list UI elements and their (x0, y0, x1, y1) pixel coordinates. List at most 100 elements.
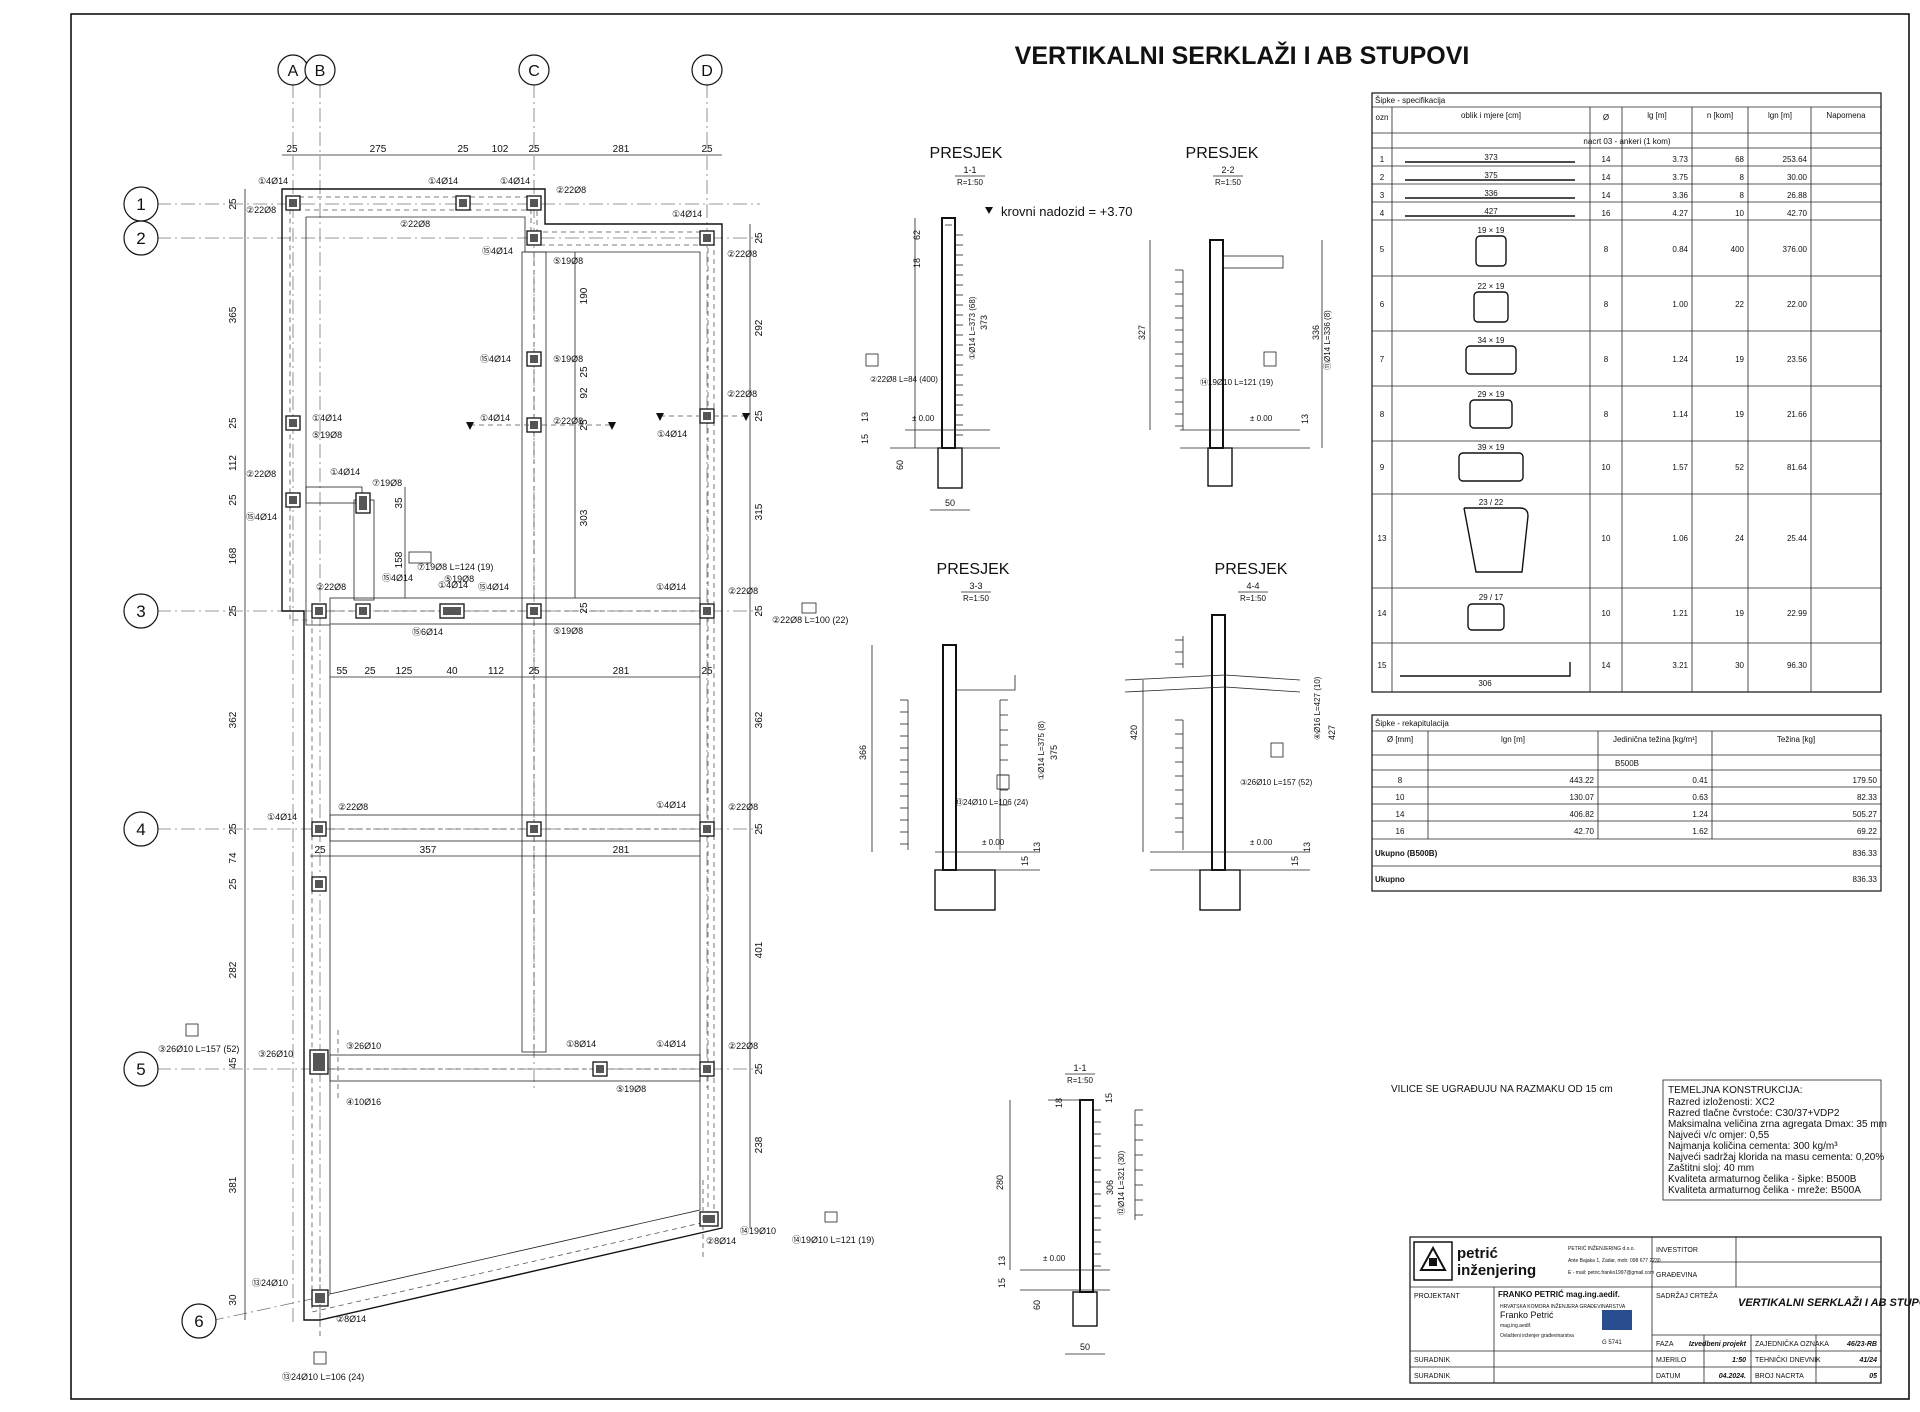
svg-text:10: 10 (1735, 209, 1744, 218)
svg-text:4.27: 4.27 (1672, 209, 1688, 218)
svg-text:69.22: 69.22 (1857, 827, 1878, 836)
svg-text:373: 373 (1484, 153, 1498, 162)
svg-text:TEHNIČKI DNEVNIK: TEHNIČKI DNEVNIK (1755, 1355, 1821, 1364)
svg-text:1.06: 1.06 (1672, 534, 1688, 543)
rebar-label: ①4Ø14 (656, 800, 686, 810)
svg-text:25: 25 (228, 878, 239, 890)
svg-text:16: 16 (1396, 827, 1405, 836)
svg-text:18: 18 (912, 258, 922, 268)
svg-text:14: 14 (1378, 609, 1387, 618)
svg-text:45: 45 (228, 1057, 239, 1069)
rebar-label: ⑬24Ø10 (252, 1278, 288, 1288)
svg-text:SADRŽAJ CRTEŽA: SADRŽAJ CRTEŽA (1656, 1291, 1718, 1300)
svg-text:427: 427 (1327, 725, 1337, 740)
svg-text:6: 6 (194, 1312, 203, 1331)
svg-text:Razred tlačne čvrstoće: C30/37: Razred tlačne čvrstoće: C30/37+VDP2 (1668, 1108, 1840, 1119)
svg-text:PRESJEK: PRESJEK (930, 145, 1003, 162)
svg-text:420: 420 (1129, 725, 1139, 740)
svg-text:SURADNIK: SURADNIK (1414, 1373, 1451, 1380)
svg-text:2-2: 2-2 (1221, 165, 1234, 175)
rebar-label: ⑤19Ø8 (553, 626, 583, 636)
svg-text:Ukupno: Ukupno (1375, 875, 1405, 884)
svg-text:26.88: 26.88 (1787, 191, 1808, 200)
svg-text:1.14: 1.14 (1672, 410, 1688, 419)
rebar-label: ①4Ø14 (500, 176, 530, 186)
svg-text:25: 25 (701, 666, 713, 677)
svg-text:10: 10 (1602, 609, 1611, 618)
rebar-label: ①4Ø14 (480, 413, 510, 423)
rebar-label: ③26Ø10 (346, 1041, 381, 1051)
rebar-label: ①4Ø14 (312, 413, 342, 423)
svg-text:13: 13 (1378, 534, 1387, 543)
svg-text:375: 375 (1484, 171, 1498, 180)
svg-text:81.64: 81.64 (1787, 463, 1808, 472)
svg-text:281: 281 (613, 666, 630, 677)
svg-text:315: 315 (754, 503, 765, 520)
svg-text:4: 4 (1380, 209, 1385, 218)
svg-text:PRESJEK: PRESJEK (1186, 145, 1259, 162)
drawing-title: VERTIKALNI SERKLAŽI I AB STUPOVI (1015, 40, 1470, 70)
svg-text:179.50: 179.50 (1853, 776, 1878, 785)
columns (285, 195, 719, 1307)
svg-text:Najmanja količina cementa: 300: Najmanja količina cementa: 300 kg/m³ (1668, 1141, 1838, 1152)
svg-text:n [kom]: n [kom] (1707, 111, 1733, 120)
grid-bubble-D: D (691, 54, 723, 86)
company-logo-icon (1413, 1241, 1453, 1281)
svg-text:lgn [m]: lgn [m] (1768, 111, 1792, 120)
svg-text:1.57: 1.57 (1672, 463, 1688, 472)
svg-text:60: 60 (1032, 1300, 1042, 1310)
rebar-label: ①4Ø14 (657, 429, 687, 439)
svg-text:35: 35 (394, 497, 405, 509)
company-name: inženjering (1457, 1262, 1536, 1279)
svg-text:B500B: B500B (1615, 759, 1639, 768)
svg-text:19: 19 (1735, 410, 1744, 419)
designer-name: FRANKO PETRIĆ mag.ing.aedif. (1498, 1290, 1620, 1299)
svg-text:55: 55 (336, 666, 348, 677)
svg-text:39 × 19: 39 × 19 (1478, 443, 1505, 452)
svg-text:1: 1 (1380, 155, 1385, 164)
svg-text:25: 25 (754, 232, 765, 244)
rebar-label: ①4Ø14 (267, 812, 297, 822)
callout: ⑦19Ø8 L=124 (19) (417, 562, 493, 572)
svg-text:⑪Ø14 L=336 (8): ⑪Ø14 L=336 (8) (1323, 310, 1332, 370)
svg-text:1.24: 1.24 (1672, 355, 1688, 364)
svg-text:18: 18 (1054, 1098, 1064, 1108)
svg-text:1:50: 1:50 (1732, 1357, 1746, 1364)
stirrup-note: VILICE SE UGRAĐUJU NA RAZMAKU OD 15 cm (1391, 1084, 1613, 1095)
svg-text:8: 8 (1380, 410, 1385, 419)
svg-text:10: 10 (1396, 793, 1405, 802)
svg-text:168: 168 (228, 547, 239, 564)
svg-text:E - mail: petric.franko1997@gm: E - mail: petric.franko1997@gmail.com (1568, 1270, 1654, 1276)
svg-text:mag.ing.aedif.: mag.ing.aedif. (1500, 1323, 1531, 1329)
rebar-label: ②22Ø8 (556, 185, 586, 195)
grid-bubble-4: 4 (123, 811, 159, 847)
svg-text:15: 15 (1290, 856, 1300, 866)
svg-text:24: 24 (1735, 534, 1744, 543)
svg-text:29 / 17: 29 / 17 (1479, 593, 1504, 602)
svg-text:3.36: 3.36 (1672, 191, 1688, 200)
svg-text:112: 112 (488, 666, 504, 677)
svg-text:lgn [m]: lgn [m] (1501, 735, 1525, 744)
foundation-notes: TEMELJNA KONSTRUKCIJA: Razred izloženost… (1662, 1079, 1887, 1201)
svg-text:357: 357 (420, 845, 437, 856)
svg-text:③26Ø10 L=157 (52): ③26Ø10 L=157 (52) (1240, 778, 1313, 787)
svg-text:25: 25 (579, 602, 590, 614)
svg-text:1.21: 1.21 (1672, 609, 1688, 618)
svg-text:3.21: 3.21 (1672, 661, 1688, 670)
title-block: petrić inženjering PETRIĆ INŽENJERING d.… (1409, 1236, 1920, 1384)
svg-text:22.00: 22.00 (1787, 300, 1808, 309)
svg-text:7: 7 (1380, 355, 1385, 364)
rebar-label: ①4Ø14 (428, 176, 458, 186)
svg-text:Najveći v/c omjer: 0,55: Najveći v/c omjer: 0,55 (1668, 1130, 1770, 1141)
svg-text:836.33: 836.33 (1853, 849, 1878, 858)
rebar-labels: ①4Ø14 ②22Ø8 ①4Ø14 ②22Ø8 ①4Ø14 ②22Ø8 ①4Ø1… (246, 176, 776, 1324)
svg-text:3: 3 (136, 602, 145, 621)
svg-text:306: 306 (1478, 679, 1492, 688)
rebar-label: ⑮4Ø14 (382, 573, 413, 583)
svg-text:⑭19Ø10 L=121 (19): ⑭19Ø10 L=121 (19) (1200, 378, 1273, 387)
svg-text:lg [m]: lg [m] (1647, 111, 1667, 120)
svg-text:62: 62 (912, 230, 922, 240)
stirrup-callouts: ⑦19Ø8 L=124 (19) ②22Ø8 L=100 (22) ③26Ø10… (158, 551, 874, 1382)
svg-text:92: 92 (579, 387, 590, 399)
svg-text:25: 25 (228, 605, 239, 617)
